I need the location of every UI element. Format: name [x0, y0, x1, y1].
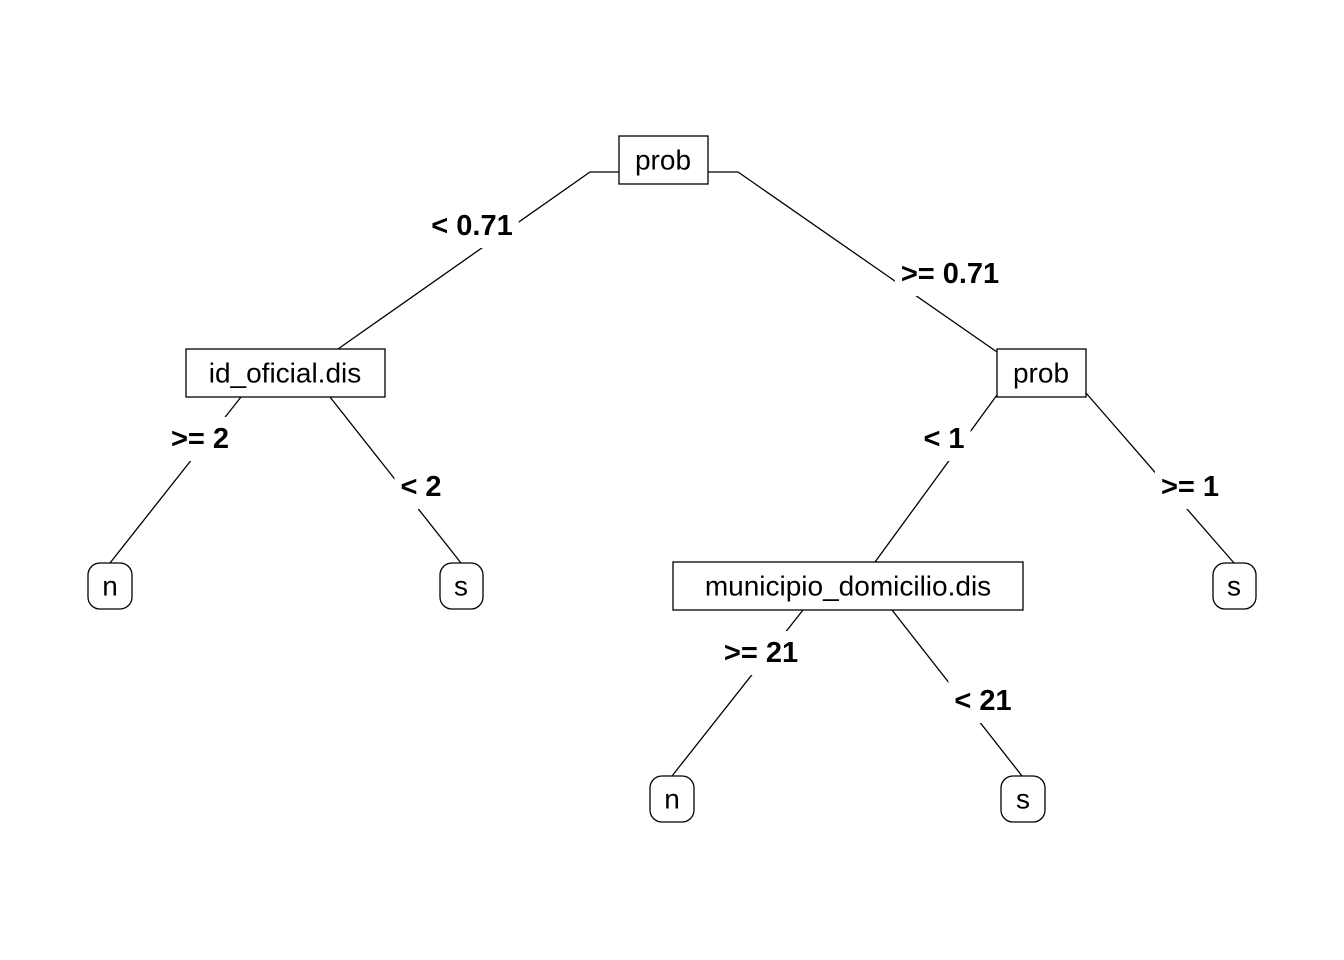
leaf-label: s — [1227, 571, 1241, 602]
split-node-id-oficial: id_oficial.dis — [185, 348, 386, 398]
leaf-label: s — [454, 571, 468, 602]
leaf-label: n — [102, 571, 118, 602]
edge-label-root-right: >= 0.71 — [901, 258, 999, 290]
edge-label-background — [164, 417, 236, 461]
edge-label-mun-right: < 21 — [954, 685, 1011, 717]
node-label: id_oficial.dis — [209, 358, 362, 389]
edge-label-id-right: < 2 — [400, 471, 441, 503]
node-label: municipio_domicilio.dis — [705, 571, 991, 602]
edge-label-background — [948, 679, 1018, 723]
leaf-node: n — [87, 562, 133, 610]
leaf-node: s — [439, 562, 484, 610]
edge-prob-left — [874, 394, 998, 563]
edge-label-background — [425, 204, 519, 248]
leaf-node: n — [649, 775, 695, 823]
edge-root-left — [337, 171, 619, 350]
edge-label-prob-right: >= 1 — [1161, 471, 1219, 503]
edge-label-background — [717, 631, 805, 675]
edge-label-background — [917, 417, 971, 461]
edge-label-background — [394, 465, 448, 509]
leaf-node: s — [1212, 562, 1257, 610]
edge-label-background — [1154, 465, 1226, 509]
leaf-node: s — [1000, 775, 1046, 823]
leaf-label: n — [664, 784, 680, 815]
edge-label-root-left: < 0.71 — [431, 210, 512, 242]
split-node-prob: prob — [996, 348, 1087, 398]
edge-label-prob-left: < 1 — [923, 423, 964, 455]
split-node-municipio: municipio_domicilio.dis — [672, 561, 1024, 611]
edge-label-id-left: >= 2 — [171, 423, 229, 455]
node-label: prob — [635, 145, 691, 176]
leaf-label: s — [1016, 784, 1030, 815]
edge-label-mun-left: >= 21 — [724, 637, 798, 669]
node-label: prob — [1013, 358, 1069, 389]
split-node-root: prob — [618, 135, 709, 185]
edge-label-background — [894, 252, 1006, 296]
